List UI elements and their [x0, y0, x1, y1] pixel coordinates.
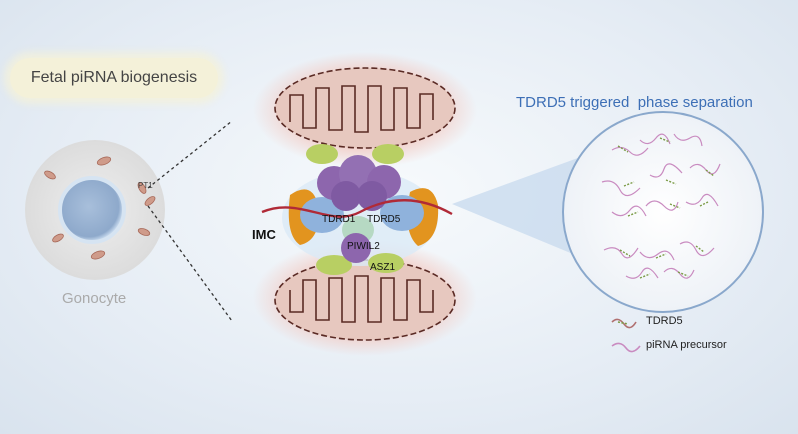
protein-label-tdrd1: TDRD1 — [322, 214, 356, 225]
protein-label-tdrd5: TDRD5 — [367, 214, 401, 225]
protein-label-asz1: ASZ1 — [370, 262, 396, 273]
imc-label: IMC — [252, 227, 276, 242]
pirna-strands — [601, 133, 721, 279]
imc-complex — [261, 144, 453, 275]
tdrd5-strands — [617, 137, 715, 279]
title-pill: Fetal piRNA biogenesis — [10, 58, 218, 98]
legend-pirna-label: piRNA precursor — [646, 339, 727, 351]
gonocyte-cell — [25, 140, 165, 280]
small-mitochondria — [44, 156, 156, 260]
legend-tdrd5-label: TDRD5 — [646, 315, 683, 327]
diagram-title: Fetal piRNA biogenesis — [30, 69, 198, 86]
phase-separation-circle — [562, 111, 764, 313]
phase-separation-title: TDRD5 triggered phase separation — [516, 94, 753, 111]
legend-tdrd5-glyph — [611, 318, 637, 329]
mitochondrion-bottom — [253, 240, 477, 356]
legend-pirna-glyph — [611, 342, 641, 353]
protein-label-piwil2: PIWIL2 — [347, 241, 380, 252]
gonocyte-label: Gonocyte — [62, 290, 127, 307]
cell-zoom-label: PT1 — [138, 181, 153, 190]
mitochondrion-top — [253, 52, 477, 168]
